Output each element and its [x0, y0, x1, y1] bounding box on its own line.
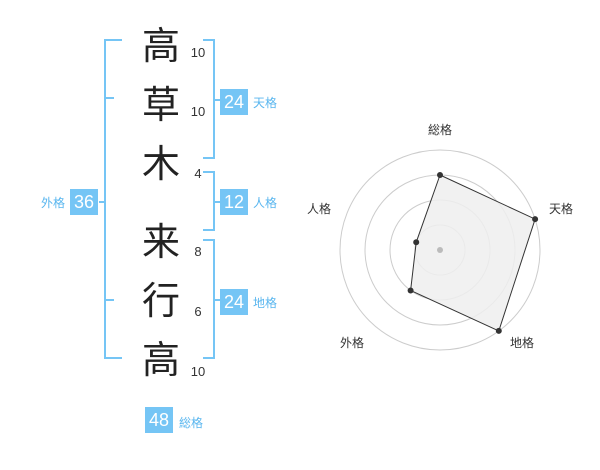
radar-axis-label-tenkaku: 天格 — [549, 202, 574, 216]
stroke-count-4: 8 — [194, 244, 202, 259]
radar-axis-label-soukaku: 総格 — [428, 123, 453, 137]
radar-axis-label-chikaku: 地格 — [510, 336, 535, 350]
radar-axis-label-jinkaku: 人格 — [307, 202, 332, 216]
radar-point-1 — [532, 216, 539, 223]
name-char-6: 高 — [141, 338, 180, 382]
jinkaku-label: 人格 — [253, 196, 278, 210]
radar-score-polygon — [410, 174, 536, 332]
radar-point-4 — [413, 239, 420, 246]
gaikaku-value: 36 — [70, 189, 98, 215]
gaikaku-bracket — [99, 39, 122, 359]
chikaku-bracket — [203, 239, 220, 359]
soukaku-label: 総格 — [179, 416, 204, 430]
tenkaku-value: 24 — [220, 89, 248, 115]
name-char-3: 木 — [141, 142, 180, 186]
radar-axis-label-gaikaku: 外格 — [340, 336, 365, 350]
jinkaku-bracket — [203, 171, 220, 231]
stroke-count-3: 4 — [194, 166, 202, 181]
name-char-2: 草 — [141, 83, 180, 127]
stroke-count-5: 6 — [194, 304, 202, 319]
radar-grid-ring — [339, 149, 541, 351]
radar-center-dot — [437, 247, 443, 253]
gaikaku-label: 外格 — [41, 196, 66, 210]
radar-point-2 — [495, 327, 502, 334]
name-char-5: 行 — [141, 279, 180, 323]
jinkaku-value: 12 — [220, 189, 248, 215]
tenkaku-label: 天格 — [253, 96, 278, 110]
stroke-count-1: 10 — [190, 45, 206, 60]
stroke-count-6: 10 — [190, 364, 206, 379]
radar-point-3 — [407, 287, 414, 294]
chikaku-value: 24 — [220, 289, 248, 315]
stroke-count-2: 10 — [190, 104, 206, 119]
name-char-1: 高 — [141, 24, 180, 68]
chikaku-label: 地格 — [253, 296, 278, 310]
soukaku-value: 48 — [145, 407, 173, 433]
radar-point-0 — [437, 172, 443, 178]
tenkaku-bracket — [203, 39, 220, 159]
name-char-4: 来 — [141, 220, 180, 264]
